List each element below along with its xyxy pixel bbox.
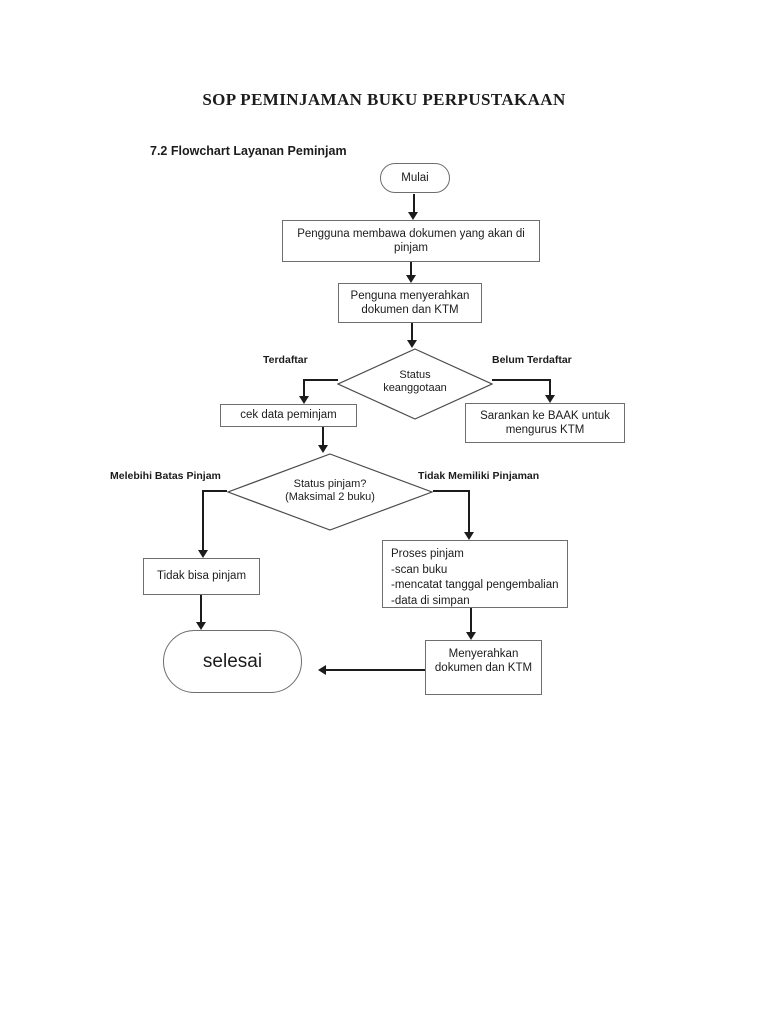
connector-not-registered-vertical <box>549 379 551 396</box>
flow-decision-loan-line2: (Maksimal 2 buku) <box>285 491 375 504</box>
arrowhead-down-icon <box>545 395 555 403</box>
branch-label-over-limit: Melebihi Batas Pinjam <box>110 470 221 482</box>
flow-decision-membership-shape <box>337 348 493 420</box>
flow-node-cannot-borrow: Tidak bisa pinjam <box>143 558 260 595</box>
flow-node-handover-documents: Penguna menyerahkan dokumen dan KTM <box>338 283 482 323</box>
connector-start-to-bring-documents <box>413 194 415 214</box>
connector-no-loans-horizontal <box>433 490 470 492</box>
connector-not-registered-horizontal <box>492 379 551 381</box>
connector-return-to-end <box>326 669 425 671</box>
arrowhead-down-icon <box>408 212 418 220</box>
flow-decision-loan-shape <box>227 453 433 531</box>
flow-node-bring-documents: Pengguna membawa dokumen yang akan di pi… <box>282 220 540 262</box>
connector-handover-to-membership <box>411 323 413 341</box>
arrowhead-down-icon <box>407 340 417 348</box>
arrowhead-down-icon <box>466 632 476 640</box>
arrowhead-down-icon <box>406 275 416 283</box>
connector-over-limit-vertical <box>202 490 204 551</box>
page-title: SOP PEMINJAMAN BUKU PERPUSTAKAAN <box>202 90 566 109</box>
connector-bring-to-handover <box>410 262 412 276</box>
connector-no-loans-vertical <box>468 490 470 532</box>
arrowhead-down-icon <box>196 622 206 630</box>
arrowhead-left-icon <box>318 665 326 675</box>
section-heading: 7.2 Flowchart Layanan Peminjam <box>150 144 347 158</box>
connector-cannot-borrow-to-end <box>200 595 202 623</box>
branch-label-registered: Terdaftar <box>263 354 308 366</box>
flow-node-end: selesai <box>163 630 302 693</box>
loan-process-line3: -mencatat tanggal pengembalian <box>391 579 559 592</box>
loan-process-line2: -scan buku <box>391 563 448 576</box>
flow-node-refer-baak: Sarankan ke BAAK untuk mengurus KTM <box>465 403 625 443</box>
connector-check-to-loanstatus <box>322 427 324 446</box>
loan-process-line4: -data di simpan <box>391 594 470 607</box>
flow-node-check-borrower: cek data peminjam <box>220 404 357 427</box>
arrowhead-down-icon <box>299 396 309 404</box>
arrowhead-down-icon <box>318 445 328 453</box>
flow-decision-loan-label: Status pinjam? (Maksimal 2 buku) <box>265 478 395 504</box>
connector-over-limit-horizontal <box>203 490 227 492</box>
connector-registered-vertical <box>303 379 305 397</box>
branch-label-no-loans: Tidak Memiliki Pinjaman <box>418 470 540 482</box>
flow-node-loan-process: Proses pinjam -scan buku -mencatat tangg… <box>382 540 568 608</box>
arrowhead-down-icon <box>464 532 474 540</box>
loan-process-line1: Proses pinjam <box>391 548 464 560</box>
branch-label-not-registered: Belum Terdaftar <box>492 354 572 366</box>
connector-process-to-return <box>470 608 472 633</box>
flow-decision-loan-line1: Status pinjam? <box>293 478 367 490</box>
flow-node-return-documents: Menyerahkan dokumen dan KTM <box>425 640 542 695</box>
flow-node-start: Mulai <box>380 163 450 193</box>
connector-registered-horizontal <box>304 379 338 381</box>
flow-decision-membership-label: Status keanggotaan <box>383 369 447 395</box>
arrowhead-down-icon <box>198 550 208 558</box>
